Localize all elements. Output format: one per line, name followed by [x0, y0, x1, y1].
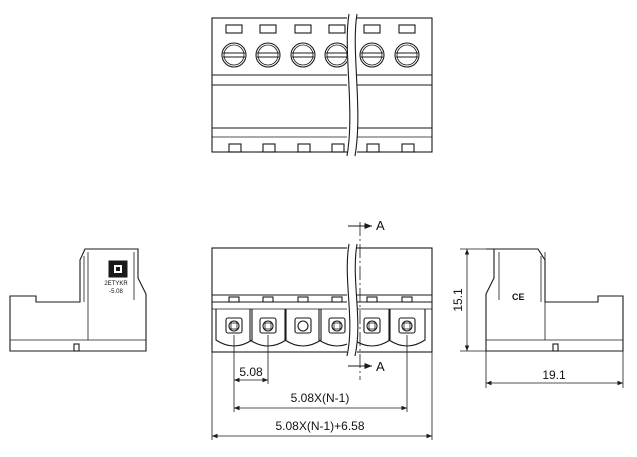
left-side-view: 2ETYKR -5.08 [9, 248, 147, 352]
dimension-height: 15.1 [451, 248, 494, 352]
section-line: A A [348, 218, 385, 380]
product-label: 2ETYKR -5.08 [104, 260, 128, 295]
wire-entry-slots [225, 24, 416, 34]
right-side-view: CE [485, 248, 624, 352]
top-ribs [228, 296, 413, 303]
bottom-feet [228, 143, 415, 153]
terminal-openings [215, 309, 426, 347]
side-label-line1: 2ETYKR [104, 281, 128, 287]
break-line [346, 13, 359, 157]
overall-dimension-label: 5.08X(N-1)+6.58 [275, 419, 364, 433]
span-dimension-label: 5.08X(N-1) [291, 391, 350, 405]
screw-heads [221, 42, 420, 68]
section-label-bottom: A [376, 359, 385, 374]
screw-head [359, 42, 385, 68]
screw-head [394, 42, 420, 68]
dimension-depth: 19.1 [485, 351, 624, 388]
height-dimension-label: 15.1 [451, 288, 465, 312]
break-line-front [346, 243, 359, 357]
section-label-top: A [376, 218, 385, 233]
screw-head [221, 42, 247, 68]
ce-mark: CE [512, 292, 525, 302]
dimension-overall: 5.08X(N-1)+6.58 [211, 352, 433, 440]
screw-head [324, 42, 350, 68]
dimension-span: 5.08X(N-1) [234, 335, 408, 412]
top-view [211, 13, 433, 157]
pitch-dimension-label: 5.08 [239, 365, 263, 379]
dimension-pitch: 5.08 [233, 335, 269, 412]
screw-head [290, 42, 316, 68]
depth-dimension-label: 19.1 [542, 368, 566, 382]
front-view: A A [211, 218, 433, 380]
screw-head [255, 42, 281, 68]
side-label-line2: -5.08 [109, 289, 123, 295]
